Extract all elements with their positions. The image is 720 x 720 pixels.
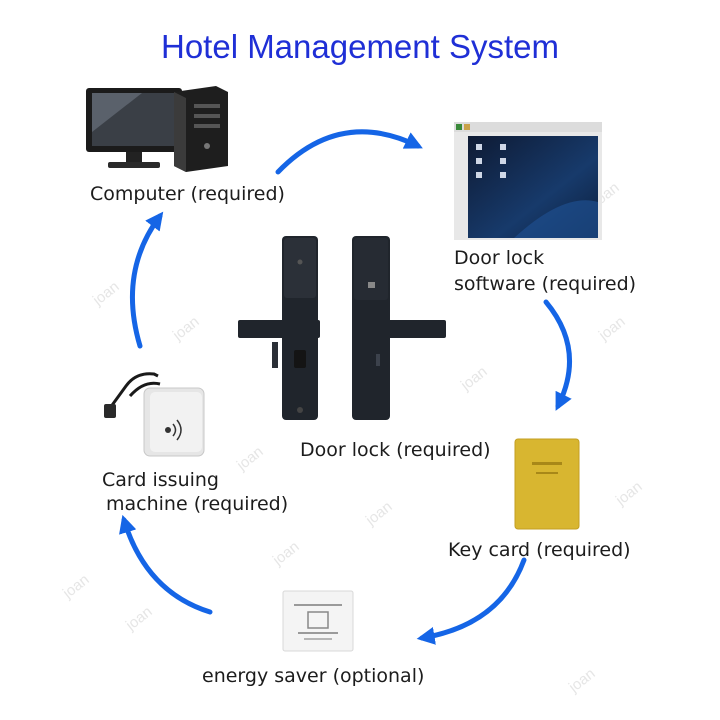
arrow-computer-to-software [275,129,423,175]
energy-saver-label: energy saver (optional) [202,665,425,687]
arrow-software-to-keycard [543,299,572,411]
card-issuer-label-line2: machine (required) [106,493,289,515]
arrow-issuer-to-computer [129,211,164,349]
arrow-keycard-to-saver [416,557,527,645]
software-screen-icon [454,122,602,240]
desktop-computer-icon [86,86,228,172]
door-lock-icon [238,236,446,420]
computer-label: Computer (required) [90,183,285,205]
software-label-line1: Door lock [454,247,545,269]
key-card-label: Key card (required) [448,539,631,561]
card-encoder-icon [104,372,205,457]
key-card-icon [514,438,580,530]
software-label-line2: software (required) [454,273,637,295]
energy-saver-switch-icon [282,590,354,652]
door-lock-label: Door lock (required) [300,439,491,461]
card-issuer-label-line1: Card issuing [102,469,219,491]
arrow-saver-to-issuer [119,514,213,615]
diagram-title: Hotel Management System [160,28,559,65]
